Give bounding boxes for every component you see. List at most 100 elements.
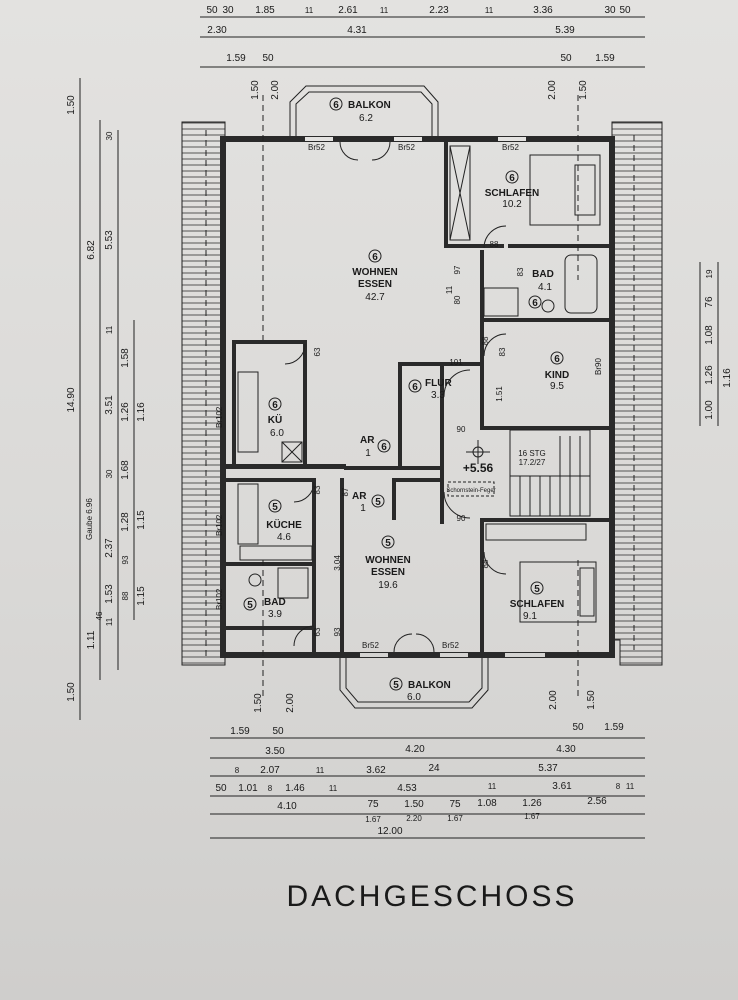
outer-walls (220, 136, 615, 658)
svg-text:1.16: 1.16 (722, 368, 733, 388)
svg-text:93: 93 (333, 627, 342, 636)
svg-text:6.0: 6.0 (270, 428, 284, 439)
svg-text:6.82: 6.82 (86, 240, 97, 260)
svg-text:63: 63 (313, 347, 322, 356)
window-label: Br102 (215, 406, 224, 428)
svg-text:6: 6 (554, 354, 560, 365)
room-kuche-5: 5 KÜCHE 4.6 (266, 499, 302, 543)
room-schlafen-5: 5 SCHLAFEN 9.1 (510, 581, 564, 622)
svg-text:2.00: 2.00 (270, 80, 281, 100)
svg-text:6: 6 (372, 252, 378, 263)
svg-text:1.50: 1.50 (250, 80, 261, 100)
svg-text:1.15: 1.15 (136, 510, 147, 530)
svg-text:12.00: 12.00 (377, 826, 402, 837)
svg-text:1.85: 1.85 (255, 5, 275, 16)
svg-text:6: 6 (333, 100, 339, 111)
svg-text:1.28: 1.28 (120, 512, 131, 532)
balkon-bottom-area: 6.0 (407, 692, 421, 703)
axis-lines (262, 95, 579, 700)
svg-text:4.6: 4.6 (277, 532, 291, 543)
svg-text:88: 88 (481, 559, 490, 568)
svg-text:5.39: 5.39 (555, 25, 575, 36)
svg-text:97: 97 (453, 265, 462, 274)
svg-text:2.37: 2.37 (104, 538, 115, 558)
svg-text:BAD: BAD (264, 597, 286, 608)
svg-text:11: 11 (105, 617, 114, 626)
svg-text:50: 50 (560, 53, 572, 64)
svg-text:1.68: 1.68 (120, 460, 131, 480)
svg-text:KÜ: KÜ (268, 413, 282, 426)
svg-text:1: 1 (360, 503, 366, 514)
svg-text:75: 75 (449, 799, 461, 810)
svg-text:11: 11 (380, 6, 389, 15)
svg-text:3.36: 3.36 (533, 5, 553, 16)
svg-text:KÜCHE: KÜCHE (266, 518, 302, 531)
svg-text:1.08: 1.08 (704, 325, 715, 345)
svg-text:63: 63 (313, 627, 322, 636)
svg-text:2.00: 2.00 (548, 690, 559, 710)
svg-text:5.53: 5.53 (104, 230, 115, 250)
dims-bottom: 1.59 50 50 1.59 3.50 4.20 4.30 8 2.07 11… (210, 690, 645, 839)
svg-text:11: 11 (316, 766, 325, 775)
room-schlafen-6: 6 SCHLAFEN 10.2 (485, 170, 539, 210)
annotations: +5.56 16 STG 17.2/27 Schornstein-Feger B… (85, 143, 603, 650)
balcony-top (289, 85, 439, 136)
svg-text:83: 83 (498, 347, 507, 356)
svg-text:19: 19 (705, 269, 714, 278)
svg-text:83: 83 (516, 267, 525, 276)
dims-left: 14.90 1.50 6.82 1.11 1.50 30 5.53 11 1.5… (66, 78, 147, 720)
level-mark: +5.56 (463, 461, 494, 475)
svg-text:11: 11 (488, 782, 497, 791)
svg-text:5: 5 (375, 497, 381, 508)
svg-text:3.9: 3.9 (268, 609, 282, 620)
svg-text:5: 5 (393, 680, 399, 691)
svg-text:5: 5 (385, 538, 391, 549)
svg-text:WOHNEN: WOHNEN (365, 555, 411, 566)
svg-text:4.30: 4.30 (556, 744, 576, 755)
room-labels: 6 BALKON 6.2 6 WOHNEN ESSEN 42.7 6 SCHLA… (243, 97, 569, 703)
svg-text:1.50: 1.50 (404, 799, 424, 810)
svg-text:1.50: 1.50 (586, 690, 597, 710)
svg-text:6: 6 (272, 400, 278, 411)
room-flur-6: 6 FLUR 3.3 (408, 378, 452, 401)
svg-text:1: 1 (365, 448, 371, 459)
svg-text:1.26: 1.26 (522, 798, 542, 809)
window-label: Br102 (215, 514, 224, 536)
svg-text:1.50: 1.50 (66, 95, 77, 115)
svg-text:11: 11 (485, 6, 494, 15)
svg-text:11: 11 (329, 784, 338, 793)
room-wohnen-essen-5: 5 WOHNEN ESSEN 19.6 (365, 535, 411, 591)
page-title: DACHGESCHOSS (286, 880, 577, 913)
svg-text:90: 90 (457, 514, 466, 523)
svg-text:2.56: 2.56 (587, 796, 607, 807)
svg-text:6: 6 (532, 298, 538, 309)
stairs-ratio: 17.2/27 (519, 458, 546, 467)
svg-text:1.50: 1.50 (66, 682, 77, 702)
svg-text:ESSEN: ESSEN (358, 279, 392, 290)
svg-text:1.59: 1.59 (226, 53, 246, 64)
svg-text:10.2: 10.2 (502, 199, 522, 210)
svg-text:1.00: 1.00 (704, 400, 715, 420)
svg-text:5.37: 5.37 (538, 763, 558, 774)
dims-top: 50 30 1.85 11 2.61 11 2.23 11 3.36 30 50… (200, 5, 645, 100)
window-label: Br52 (362, 641, 379, 650)
svg-text:FLUR: FLUR (425, 378, 452, 389)
svg-text:1.67: 1.67 (524, 812, 540, 821)
svg-text:101: 101 (449, 358, 463, 367)
svg-text:76: 76 (704, 296, 715, 308)
svg-text:6: 6 (381, 442, 387, 453)
doors (284, 141, 507, 653)
room-kind-6: 6 KIND 9.5 (545, 351, 569, 392)
svg-text:KIND: KIND (545, 370, 569, 381)
window-label: Br52 (502, 143, 519, 152)
svg-text:2.23: 2.23 (429, 5, 449, 16)
room-ku-6: 6 KÜ 6.0 (268, 397, 284, 439)
svg-text:1.59: 1.59 (595, 53, 615, 64)
window-label: Br52 (308, 143, 325, 152)
svg-text:87: 87 (341, 487, 350, 496)
svg-text:1.67: 1.67 (447, 814, 463, 823)
svg-text:4.20: 4.20 (405, 744, 425, 755)
interior-walls (226, 142, 610, 652)
